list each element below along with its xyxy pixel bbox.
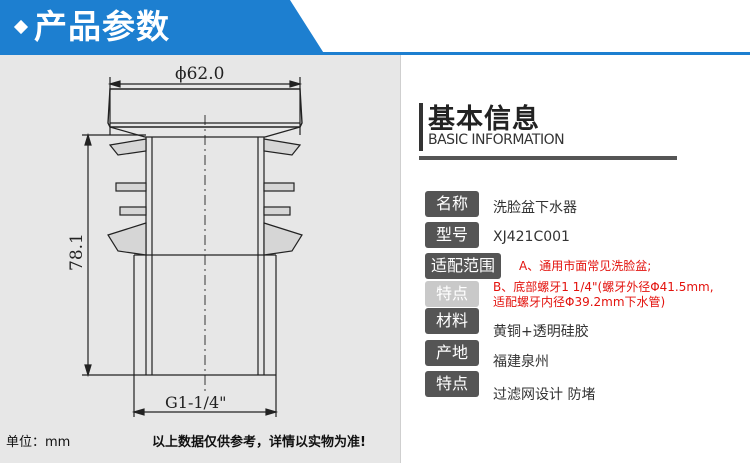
diameter-label: ϕ62.0 [175,64,224,84]
info-panel: 基本信息 BASIC INFORMATION 名称 洗脸盆下水器 型号 XJ42… [401,55,750,463]
drain-body [133,137,277,376]
info-underline [419,156,677,160]
info-subtitle: BASIC INFORMATION [428,132,565,148]
arrow-right-icon [265,408,279,416]
value-origin: 福建泉州 [493,354,549,370]
label-feature: 特点 [425,371,479,397]
header: 产品参数 [0,0,750,55]
arrow-down-icon [84,364,92,378]
arrow-left-icon [131,408,145,416]
arrow-left-icon [107,80,121,88]
info-title: 基本信息 [428,104,540,135]
label-name: 名称 [425,191,479,217]
title-accent-bar [419,103,423,151]
drawing-panel: ϕ62.0 78.1 G1-1/4" 单位：mm 以上数据仅供参考，详情以实物为… [0,55,400,463]
gasket-fins [107,138,303,256]
value-feature: 过滤网设计 防堵 [493,387,596,403]
value-model: XJ421C001 [493,229,570,245]
label-range: 适配范围 [425,253,501,279]
label-origin: 产地 [425,340,479,366]
technical-drawing: ϕ62.0 78.1 G1-1/4" [67,64,303,417]
value-thread-fit: 适配螺牙内径Φ39.2mm下水管) [493,295,666,309]
arrow-up-icon [84,132,92,146]
disclaimer: 以上数据仅供参考，详情以实物为准! [152,435,366,450]
label-material: 材料 [425,308,479,334]
label-feature-ghost: 特点 [425,281,479,307]
height-label: 78.1 [67,233,87,271]
arrow-right-icon [289,80,303,88]
value-thread: B、底部螺牙1 1/4"(螺牙外径Φ41.5mm, [493,280,714,294]
unit-label: 单位：mm [6,435,71,450]
thread-label: G1-1/4" [165,393,226,412]
value-name: 洗脸盆下水器 [493,200,577,216]
page-title: 产品参数 [34,7,170,46]
header-stripe [0,52,750,55]
header-band [0,0,325,55]
value-range: A、通用市面常见洗脸盆; [519,259,652,273]
panel-divider [400,55,401,463]
label-model: 型号 [425,222,479,248]
value-material: 黄铜+透明硅胶 [493,324,589,340]
